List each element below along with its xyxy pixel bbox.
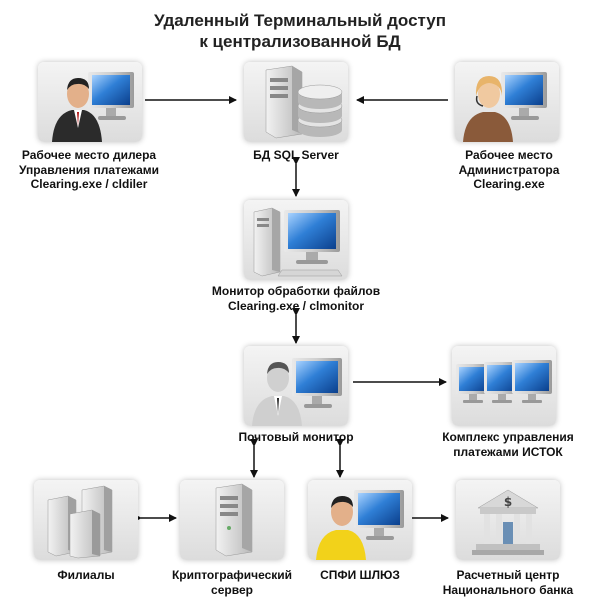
spfi-label: СПФИ ШЛЮЗ: [290, 568, 430, 583]
dealer-user-computer-icon: [52, 72, 134, 142]
branches-label-line1: Филиалы: [57, 568, 115, 582]
mail-monitor-user-computer-icon: [252, 358, 342, 426]
file-monitor-label: Монитор обработки файлов Clearing.exe / …: [196, 284, 396, 313]
spfi-tile: [308, 480, 412, 560]
center-label-line2: Национального банка: [442, 582, 574, 597]
istok-tile: [452, 346, 556, 426]
diagram-title-line1: Удаленный Терминальный доступ: [154, 11, 446, 30]
crypto-label: Криптографический сервер: [160, 568, 304, 597]
mail-monitor-label-line1: Почтовый монитор: [238, 430, 354, 444]
multi-monitor-icon: [456, 360, 552, 403]
dealer-label-line1: Рабочее место дилера: [21, 148, 157, 162]
sql-server-label-line1: БД SQL Server: [253, 148, 339, 162]
diagram-title-line2: к централизованной БД: [199, 32, 401, 51]
istok-label-line1: Комплекс управления: [442, 430, 574, 444]
admin-label-line3: Clearing.exe: [473, 177, 545, 191]
center-tile: $: [456, 480, 560, 560]
dealer-tile: [38, 62, 142, 142]
istok-label-line2: платежами ИСТОК: [453, 444, 563, 459]
crypto-tile: [180, 480, 284, 560]
sql-server-tile: [244, 62, 348, 142]
buildings-icon: [47, 485, 113, 559]
dealer-label-line3: Clearing.exe / cldiler: [30, 177, 148, 191]
branches-tile: [34, 480, 138, 560]
svg-text:$: $: [504, 495, 512, 509]
database-server-icon: [265, 65, 343, 139]
admin-user-computer-icon: [463, 72, 547, 142]
admin-tile: [455, 62, 559, 142]
mail-monitor-label: Почтовый монитор: [206, 430, 386, 445]
server-tower-icon: [215, 483, 253, 557]
diagram-title: Удаленный Терминальный доступ к централи…: [0, 10, 600, 52]
admin-label-line2: Администратора: [458, 162, 560, 177]
center-label-line1: Расчетный центр: [456, 568, 560, 582]
spfi-label-line1: СПФИ ШЛЮЗ: [320, 568, 400, 582]
file-monitor-tile: [244, 200, 348, 280]
center-label: Расчетный центр Национального банка: [424, 568, 592, 597]
dealer-label-line2: Управления платежами: [18, 162, 160, 177]
crypto-label-line2: сервер: [211, 582, 253, 597]
istok-label: Комплекс управления платежами ИСТОК: [420, 430, 596, 459]
mail-monitor-tile: [244, 346, 348, 426]
file-monitor-label-line1: Монитор обработки файлов: [211, 284, 381, 298]
bank-building-icon: $: [472, 489, 544, 555]
dealer-label: Рабочее место дилера Управления платежам…: [0, 148, 178, 192]
workstation-computer-icon: [253, 207, 343, 277]
admin-label: Рабочее место Администратора Clearing.ex…: [420, 148, 598, 192]
spfi-user-computer-icon: [316, 490, 404, 560]
admin-label-line1: Рабочее место: [465, 148, 553, 162]
crypto-label-line1: Криптографический: [171, 568, 293, 582]
file-monitor-label-line2: Clearing.exe / clmonitor: [227, 298, 365, 313]
sql-server-label: БД SQL Server: [216, 148, 376, 163]
branches-label: Филиалы: [20, 568, 152, 583]
